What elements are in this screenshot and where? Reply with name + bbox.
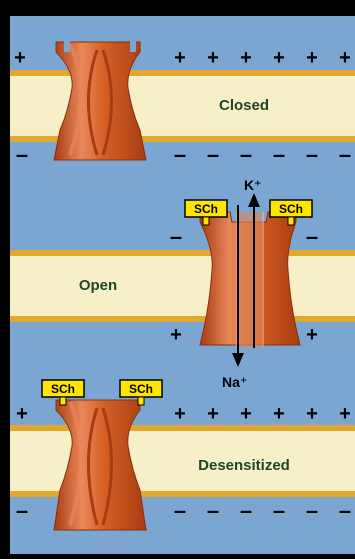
svg-text:–: – [339,142,351,167]
svg-text:+: + [306,324,318,346]
svg-text:–: – [16,498,28,523]
svg-text:+: + [174,47,186,69]
svg-text:–: – [339,498,351,523]
svg-text:–: – [306,142,318,167]
svg-text:–: – [306,224,318,249]
svg-text:+: + [240,47,252,69]
channel-desensitized-icon [54,400,146,530]
svg-text:+: + [339,47,351,69]
svg-text:SCh: SCh [194,202,218,216]
svg-text:+: + [14,47,26,69]
svg-text:+: + [207,47,219,69]
svg-text:+: + [306,403,318,425]
membrane-open [10,250,355,322]
svg-text:–: – [240,142,252,167]
svg-text:–: – [273,498,285,523]
svg-text:+: + [240,403,252,425]
channel-open-icon [200,212,300,347]
svg-text:–: – [170,224,182,249]
svg-text:+: + [170,324,182,346]
svg-text:+: + [207,403,219,425]
sodium-label: Na⁺ [222,374,247,390]
svg-text:–: – [306,498,318,523]
svg-text:+: + [273,403,285,425]
svg-text:+: + [306,47,318,69]
state-label-desensitized: Desensitized [198,457,290,474]
svg-text:–: – [174,142,186,167]
svg-text:SCh: SCh [51,382,75,396]
svg-text:–: – [207,498,219,523]
svg-text:+: + [16,403,28,425]
svg-text:–: – [207,142,219,167]
potassium-label: K⁺ [244,177,262,193]
state-label-closed: Closed [219,97,269,114]
state-label-open: Open [79,277,117,294]
svg-text:–: – [16,142,28,167]
svg-text:–: – [273,142,285,167]
svg-text:+: + [273,47,285,69]
svg-text:–: – [240,498,252,523]
svg-text:+: + [174,403,186,425]
svg-text:SCh: SCh [129,382,153,396]
svg-text:+: + [339,403,351,425]
svg-text:SCh: SCh [279,202,303,216]
svg-text:–: – [174,498,186,523]
